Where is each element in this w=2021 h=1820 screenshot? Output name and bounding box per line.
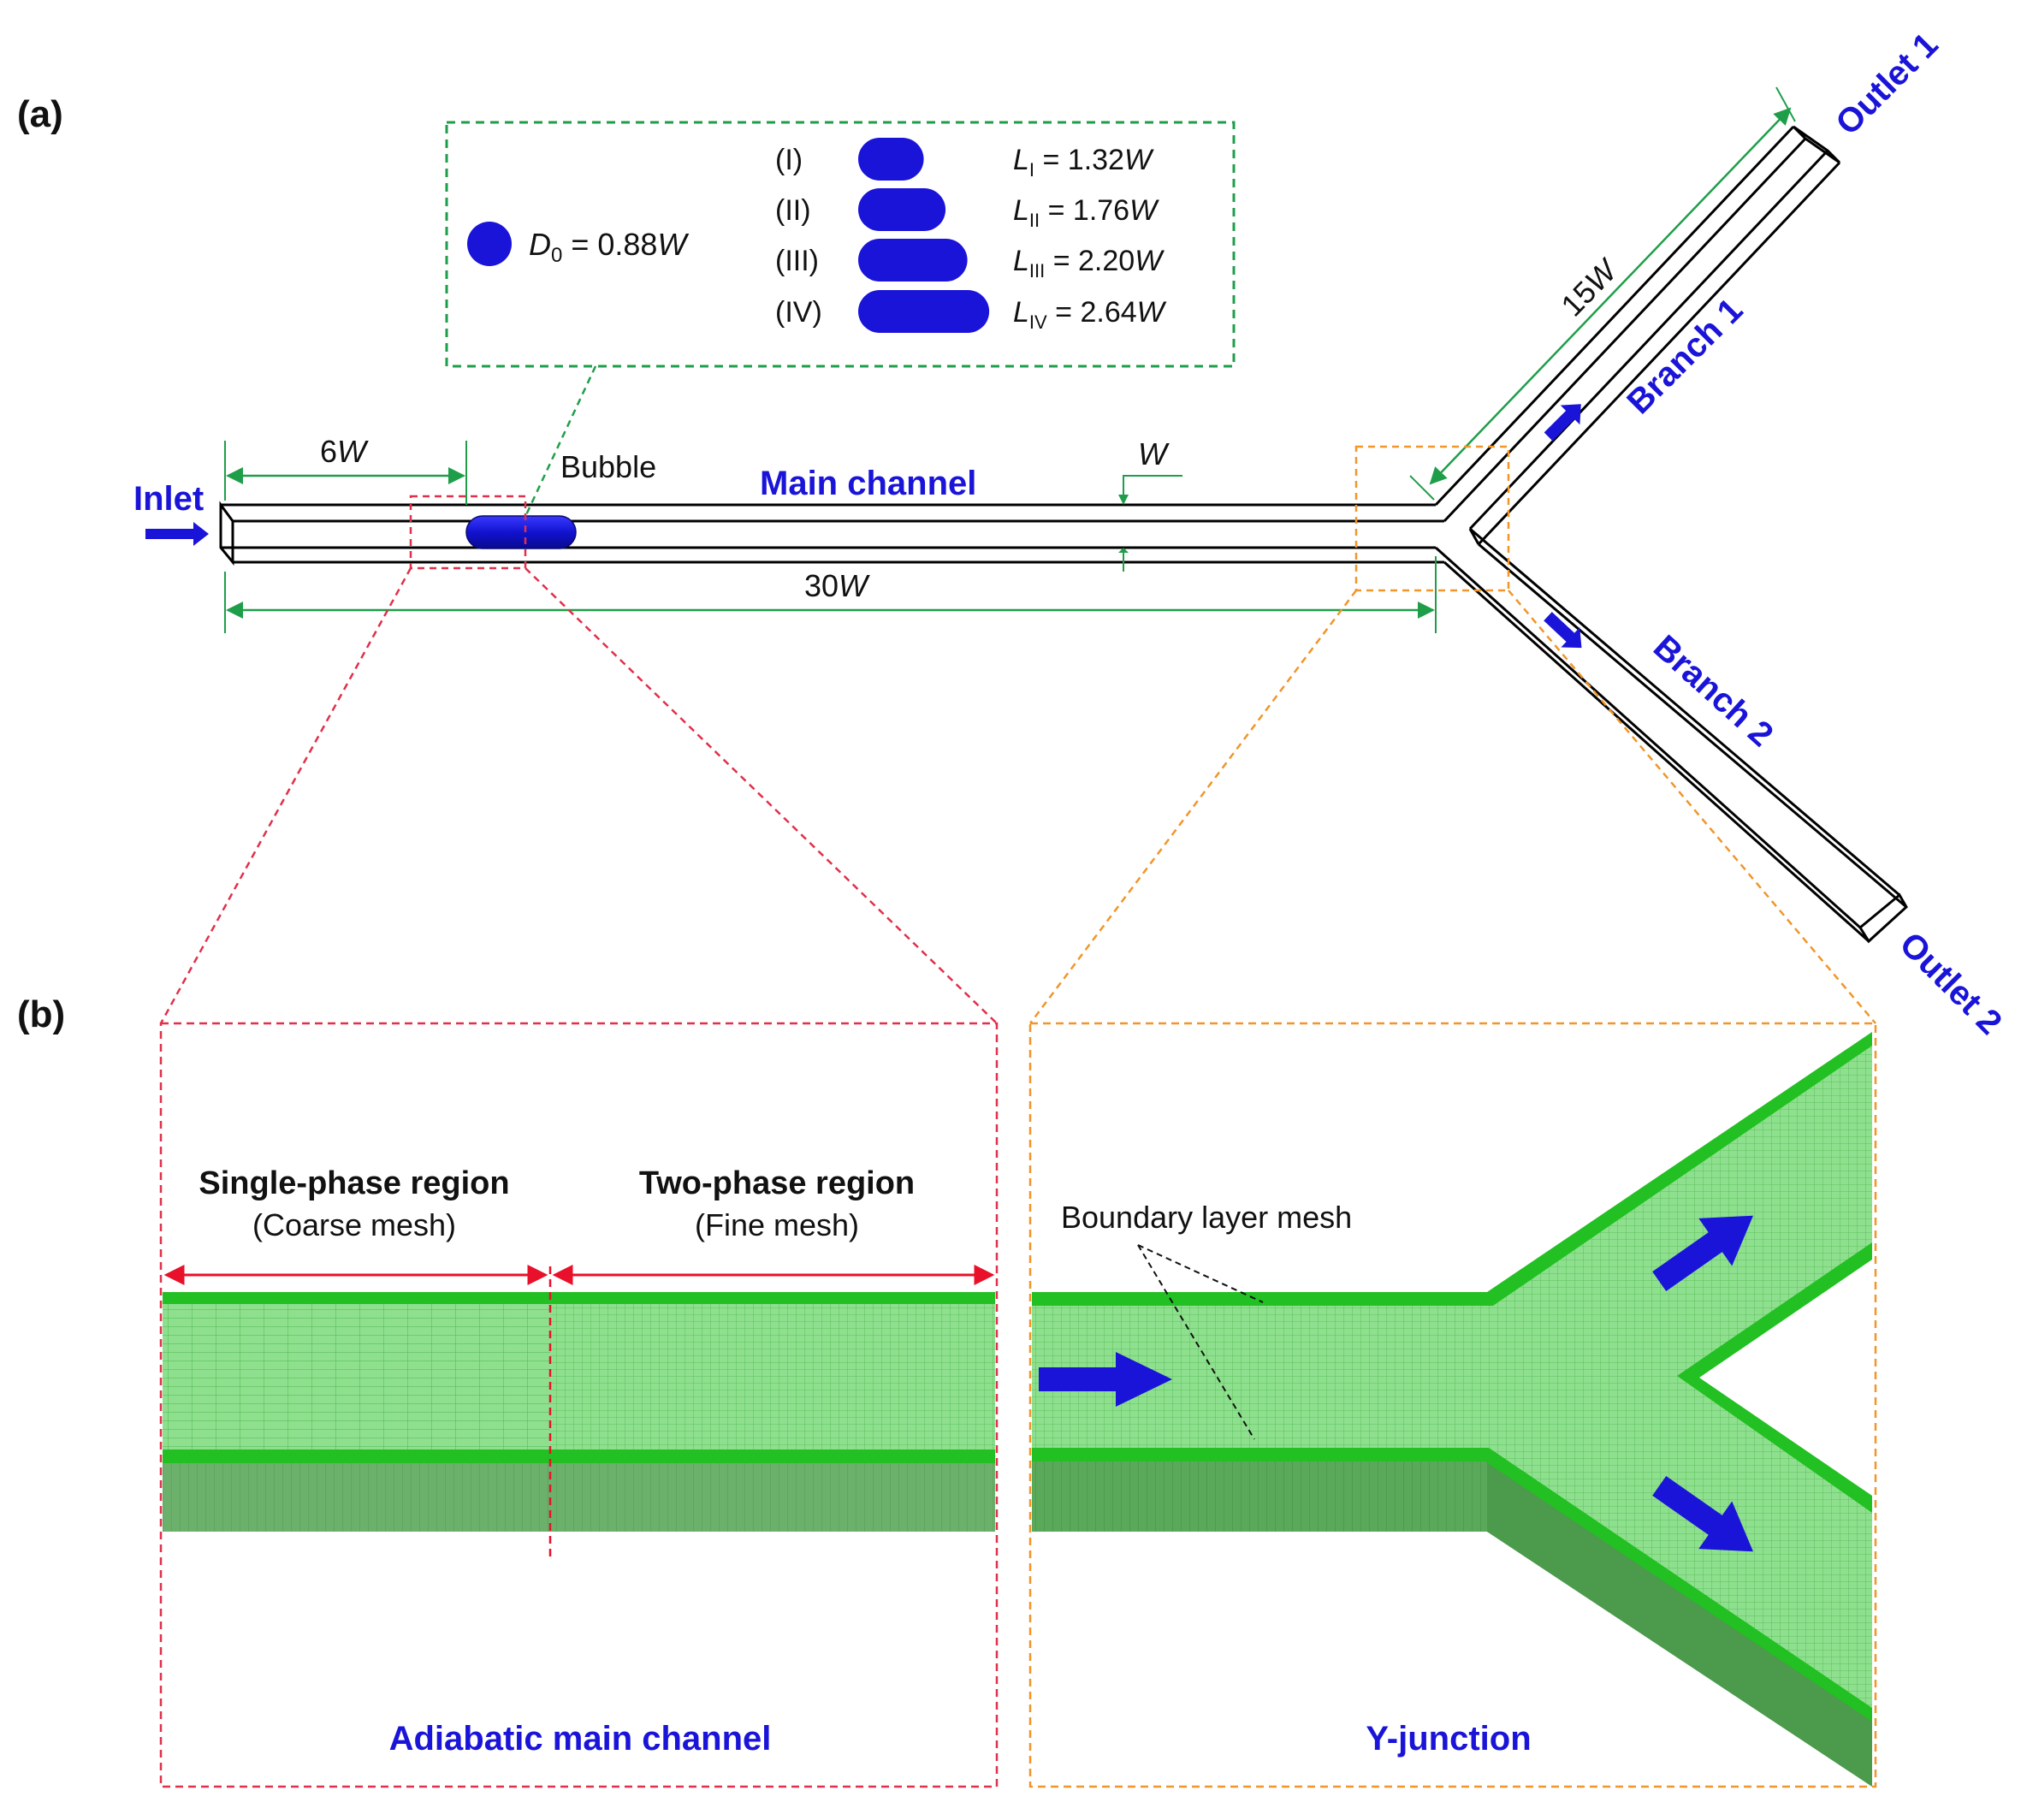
branch-1-mesh-arrow-icon (1652, 1215, 1753, 1292)
elongated-bubble-icon (858, 290, 990, 333)
bubble-length-list: (I) LI = 1.32W (II) LII = 1.76W (III) LIII = … (775, 138, 1167, 333)
bubble-row-roman-label: (II) (775, 194, 811, 227)
outlet-2-label: Outlet 2 (1893, 925, 2009, 1041)
bubble-row-roman-label: (I) (775, 144, 803, 176)
dim-30w-label: 30W (804, 568, 870, 603)
inlet-label: Inlet (133, 480, 204, 518)
dim-15w-tick-bottom (1409, 475, 1435, 501)
dim-w-top-arrowhead (1118, 495, 1129, 505)
bubble-length-label: LI = 1.32W (1013, 144, 1154, 181)
bubble-inset-box (445, 121, 1236, 368)
bubble-row-roman-label: (IV) (775, 296, 822, 329)
single-phase-label: Single-phase region (199, 1165, 509, 1201)
inset-leader-line (522, 365, 597, 521)
bubble-in-channel (465, 515, 577, 549)
dim-6w-label: 6W (320, 434, 369, 469)
branch-2-channel (1434, 527, 1908, 944)
inlet-flow-arrow-icon (1039, 1352, 1172, 1407)
bubble-label: Bubble (560, 449, 656, 484)
bubble-length-label: LIII = 2.20W (1013, 245, 1165, 282)
boundary-layer-label: Boundary layer mesh (1061, 1200, 1352, 1235)
elongated-bubble-icon (858, 239, 968, 282)
branch-1-channel (1434, 125, 1841, 546)
dim-15w-line (1429, 107, 1792, 485)
left-mesh-channel (163, 1292, 995, 1532)
elongated-bubble-icon (858, 188, 946, 231)
inlet-arrow-icon (145, 522, 209, 546)
dim-15w-label: 15W (1554, 252, 1625, 323)
fine-mesh-label: (Fine mesh) (695, 1207, 859, 1242)
elongated-bubble-icon (858, 138, 924, 181)
two-phase-label: Two-phase region (639, 1165, 915, 1201)
y-junction-mesh (1032, 1032, 1872, 1787)
coarse-mesh-label: (Coarse mesh) (252, 1207, 456, 1242)
boundary-layer-leader-bottom (1137, 1244, 1255, 1440)
left-detail-box (159, 1022, 999, 1788)
main-channel-label: Main channel (760, 465, 976, 502)
bubble-row-roman-label: (III) (775, 245, 819, 277)
zoom-box-main-channel (409, 495, 527, 570)
branch-1-label: Branch 1 (1620, 291, 1750, 421)
branch-1-flow-arrow-icon (1544, 404, 1581, 442)
dim-w-bottom-arrowhead (1118, 548, 1129, 553)
panel-a-label: (a) (17, 93, 63, 135)
boundary-layer-leader-top (1137, 1244, 1264, 1303)
zoom-box-y-junction (1354, 445, 1510, 592)
outlet-1-label: Outlet 1 (1828, 26, 1945, 142)
bubble-length-label: LII = 1.76W (1013, 194, 1159, 231)
bubble-length-label: LIV = 2.64W (1013, 296, 1167, 333)
d0-label: D0 = 0.88W (529, 227, 689, 267)
branch-2-flow-arrow-icon (1544, 612, 1582, 649)
spherical-bubble-icon (467, 222, 512, 266)
right-detail-box (1028, 1022, 1877, 1788)
dim-w-label: W (1138, 436, 1170, 471)
zoom-projection-lines (159, 567, 1876, 1024)
dim-15w-tick-top (1775, 86, 1796, 122)
branch-2-mesh-arrow-icon (1652, 1475, 1753, 1552)
main-channel (219, 501, 1444, 566)
dim-w-top-arrow (1123, 475, 1182, 498)
left-caption: Adiabatic main channel (389, 1720, 772, 1758)
panel-b-label: (b) (17, 993, 65, 1035)
right-caption: Y-junction (1366, 1720, 1531, 1758)
